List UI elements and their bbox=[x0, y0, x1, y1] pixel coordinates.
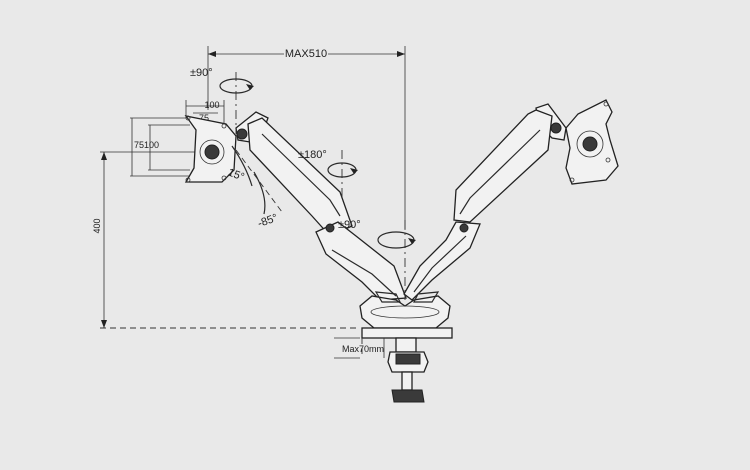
vesa-inner-height: 75 bbox=[134, 140, 144, 150]
vesa-dimensions: 100 75 75 100 bbox=[130, 100, 225, 177]
tilt-up-label: 15° bbox=[226, 167, 246, 184]
base-swivel-indicator: ±90° bbox=[338, 219, 416, 249]
left-vesa-plate bbox=[184, 115, 237, 183]
arm-swivel-indicator: ±180° bbox=[298, 149, 358, 200]
base-swivel-label: ±90° bbox=[338, 219, 361, 231]
right-vesa-plate bbox=[565, 99, 619, 185]
desk-clamp: Max70mm bbox=[334, 327, 453, 403]
monitor-swivel-indicator: ±90° bbox=[190, 67, 254, 134]
max-reach-dimension: MAX510 bbox=[207, 46, 406, 230]
vesa-outer-height: 100 bbox=[144, 140, 159, 150]
arm-swivel-label: ±180° bbox=[298, 149, 327, 161]
monitor-swivel-label: ±90° bbox=[190, 67, 213, 79]
vesa-outer-width: 100 bbox=[204, 100, 219, 110]
center-base bbox=[359, 220, 451, 329]
left-arm bbox=[235, 111, 407, 301]
height-label: 400 bbox=[92, 218, 102, 233]
max-reach-label: MAX510 bbox=[285, 48, 327, 60]
right-arm bbox=[403, 103, 567, 301]
clamp-max-label: Max70mm bbox=[342, 344, 384, 354]
tilt-down-label: -85° bbox=[256, 212, 279, 230]
vesa-inner-width: 75 bbox=[199, 113, 209, 123]
